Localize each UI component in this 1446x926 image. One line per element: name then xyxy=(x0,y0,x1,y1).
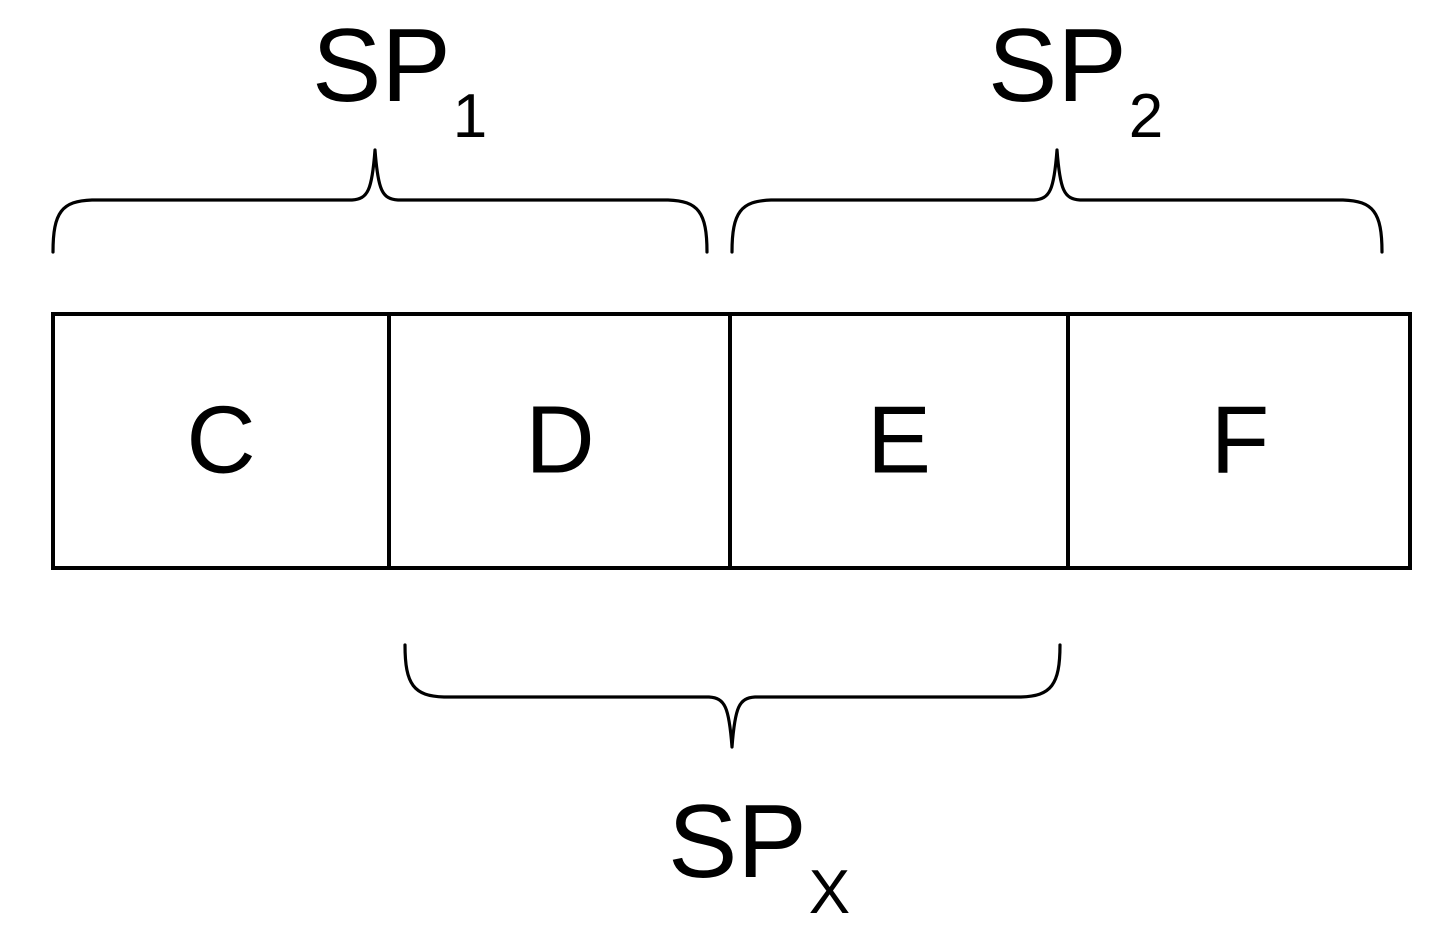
brace-spx xyxy=(403,643,1062,749)
brace-sp1 xyxy=(51,148,709,254)
brace-label-sp1: SP1 xyxy=(312,14,487,147)
cell-row: C D E F xyxy=(51,312,1412,570)
brace-label-spx: SPX xyxy=(668,790,850,923)
brace-label-spx-base: SP xyxy=(668,784,807,900)
brace-label-sp2-base: SP xyxy=(988,8,1127,124)
brace-sp2 xyxy=(730,148,1384,254)
brace-label-sp1-subscript: 1 xyxy=(452,81,488,151)
cell-label-d: D xyxy=(525,386,594,493)
cell-label-c: C xyxy=(186,386,255,493)
brace-label-sp2-subscript: 2 xyxy=(1128,81,1164,151)
brace-label-sp1-base: SP xyxy=(312,8,451,124)
brace-label-sp2: SP2 xyxy=(988,14,1163,147)
brace-sp2-path xyxy=(730,148,1384,254)
brace-spx-path xyxy=(403,643,1062,749)
cell-label-f: F xyxy=(1211,386,1270,493)
cell-label-e: E xyxy=(867,386,931,493)
brace-label-spx-subscript: X xyxy=(808,857,851,926)
brace-sp1-path xyxy=(51,148,709,254)
